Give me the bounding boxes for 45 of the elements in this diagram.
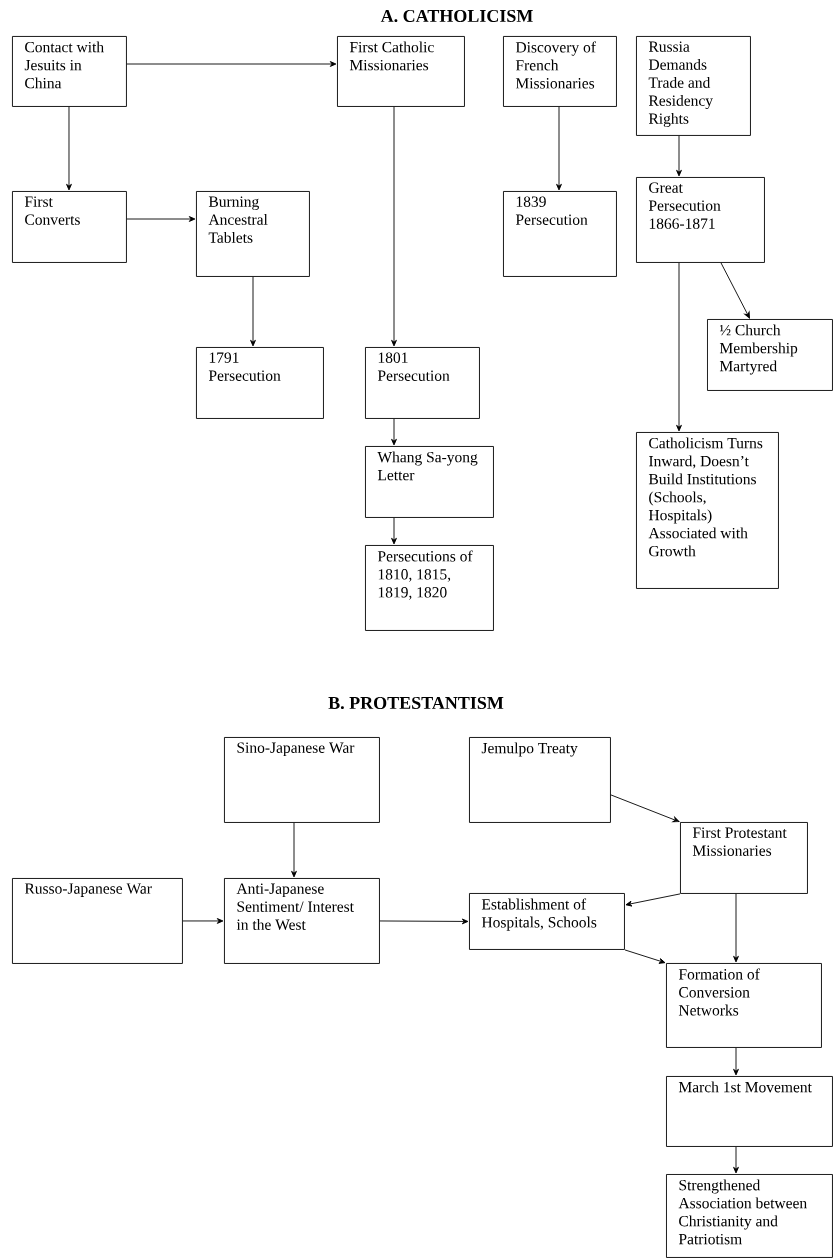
arrow xyxy=(391,517,397,545)
arrow xyxy=(391,418,397,446)
arrow xyxy=(625,893,681,907)
arrow xyxy=(66,106,72,191)
arrow xyxy=(291,822,297,878)
section-heading: A. CATHOLICISM xyxy=(380,9,533,23)
arrow xyxy=(126,216,196,222)
arrow xyxy=(182,918,224,924)
arrow xyxy=(624,949,666,964)
process-box: Sino-Japanese War xyxy=(224,737,380,823)
process-box: Contact with Jesuits in China xyxy=(12,36,127,107)
process-box: Formation of Conversion Networks xyxy=(666,963,822,1048)
process-box: Burning Ancestral Tablets xyxy=(196,191,310,277)
arrow xyxy=(610,794,680,823)
section-heading: B. PROTESTANTISM xyxy=(328,696,504,710)
process-box: First Protestant Missionaries xyxy=(680,822,808,894)
process-box: Establishment of Hospitals, Schools xyxy=(469,893,625,950)
arrow xyxy=(733,893,739,963)
process-box: Jemulpo Treaty xyxy=(469,737,611,823)
process-box: Whang Sa-yong Letter xyxy=(365,446,494,518)
arrow xyxy=(676,135,682,177)
arrow xyxy=(250,276,256,347)
process-box: Russia Demands Trade and Residency Rights xyxy=(636,36,751,136)
process-box: ½ Church Membership Martyred xyxy=(707,319,833,391)
arrow xyxy=(391,106,397,347)
process-box: Discovery of French Missionaries xyxy=(503,36,617,107)
process-box: Anti-Japanese Sentiment/ Interest in the West xyxy=(224,878,380,964)
process-box: Catholicism Turns Inward, Doesn’t Build Institutions (Schools, Hospitals) Associated with Growth xyxy=(636,432,779,589)
process-box: 1839 Persecution xyxy=(503,191,617,277)
process-box: 1791 Persecution xyxy=(196,347,324,419)
arrow xyxy=(720,262,750,319)
process-box: Russo-Japanese War xyxy=(12,878,183,964)
process-box: March 1st Movement xyxy=(666,1076,833,1147)
process-box: 1801 Persecution xyxy=(365,347,480,419)
process-box: Persecutions of 1810, 1815, 1819, 1820 xyxy=(365,545,494,631)
arrow xyxy=(556,106,562,191)
arrow xyxy=(733,1047,739,1076)
process-box: First Converts xyxy=(12,191,127,263)
arrow xyxy=(733,1146,739,1174)
process-box: First Catholic Missionaries xyxy=(337,36,465,107)
arrow xyxy=(126,61,337,67)
arrow xyxy=(676,262,682,432)
arrow xyxy=(379,918,469,925)
process-box: Strengthened Association between Christianity and Patriotism xyxy=(666,1174,833,1258)
process-box: Great Persecution 1866-1871 xyxy=(636,177,765,263)
